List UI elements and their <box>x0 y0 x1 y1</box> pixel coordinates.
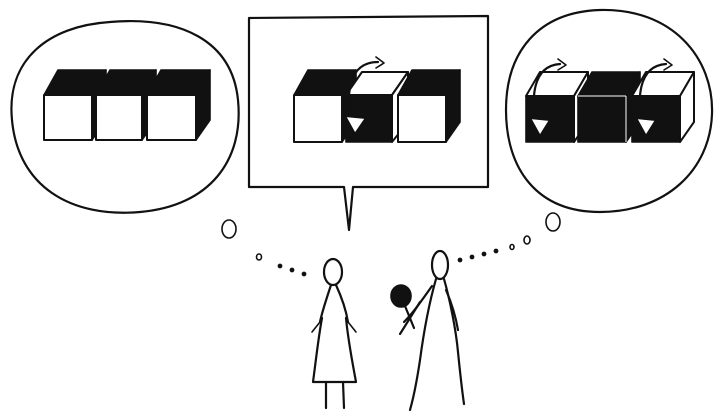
cube-black-front-2 <box>578 72 640 142</box>
left-thought-cubes <box>44 70 210 140</box>
cube-white-front-3 <box>398 70 460 142</box>
woman-figure <box>312 259 356 408</box>
man-figure <box>400 251 464 410</box>
microphone-icon <box>391 285 414 328</box>
right-thought-trail <box>458 213 560 262</box>
cube-white-front-3 <box>147 70 210 140</box>
center-speech-cubes <box>294 57 460 142</box>
left-thought-trail <box>222 220 306 276</box>
cube-black-front-flipped-3 <box>632 72 694 142</box>
right-thought-cubes <box>526 59 694 142</box>
